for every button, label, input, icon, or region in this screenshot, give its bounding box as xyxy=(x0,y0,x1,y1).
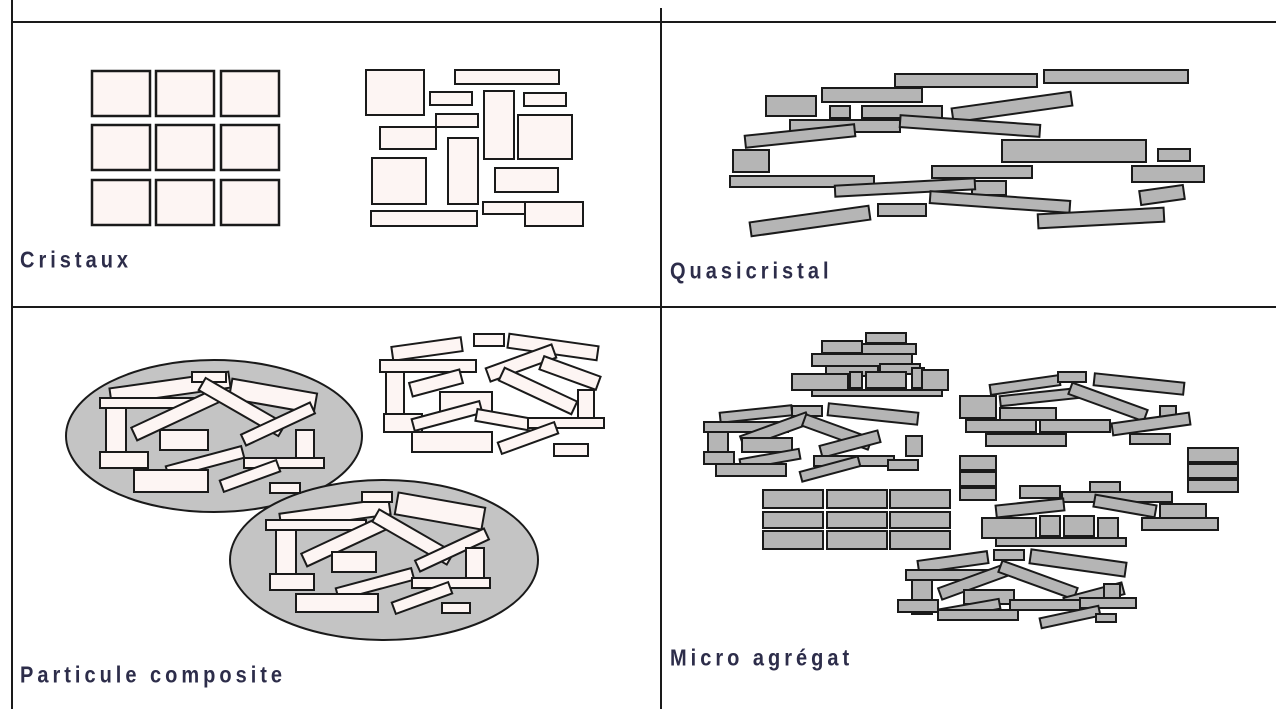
crystal-grid xyxy=(92,71,279,225)
quasicristal-label: Quasicristal xyxy=(670,259,833,285)
particule-composite-panel xyxy=(66,334,604,640)
composite-cluster-free xyxy=(380,334,604,456)
crystal-disordered xyxy=(366,70,583,226)
micro-agregat-label: Micro agrégat xyxy=(670,646,853,672)
cristaux-label: Cristaux xyxy=(20,248,132,274)
cristaux-panel xyxy=(92,70,583,226)
micro-agregat-panel xyxy=(704,333,1238,628)
particule-composite-label: Particule composite xyxy=(20,663,286,689)
quasicristal-panel xyxy=(730,70,1204,236)
